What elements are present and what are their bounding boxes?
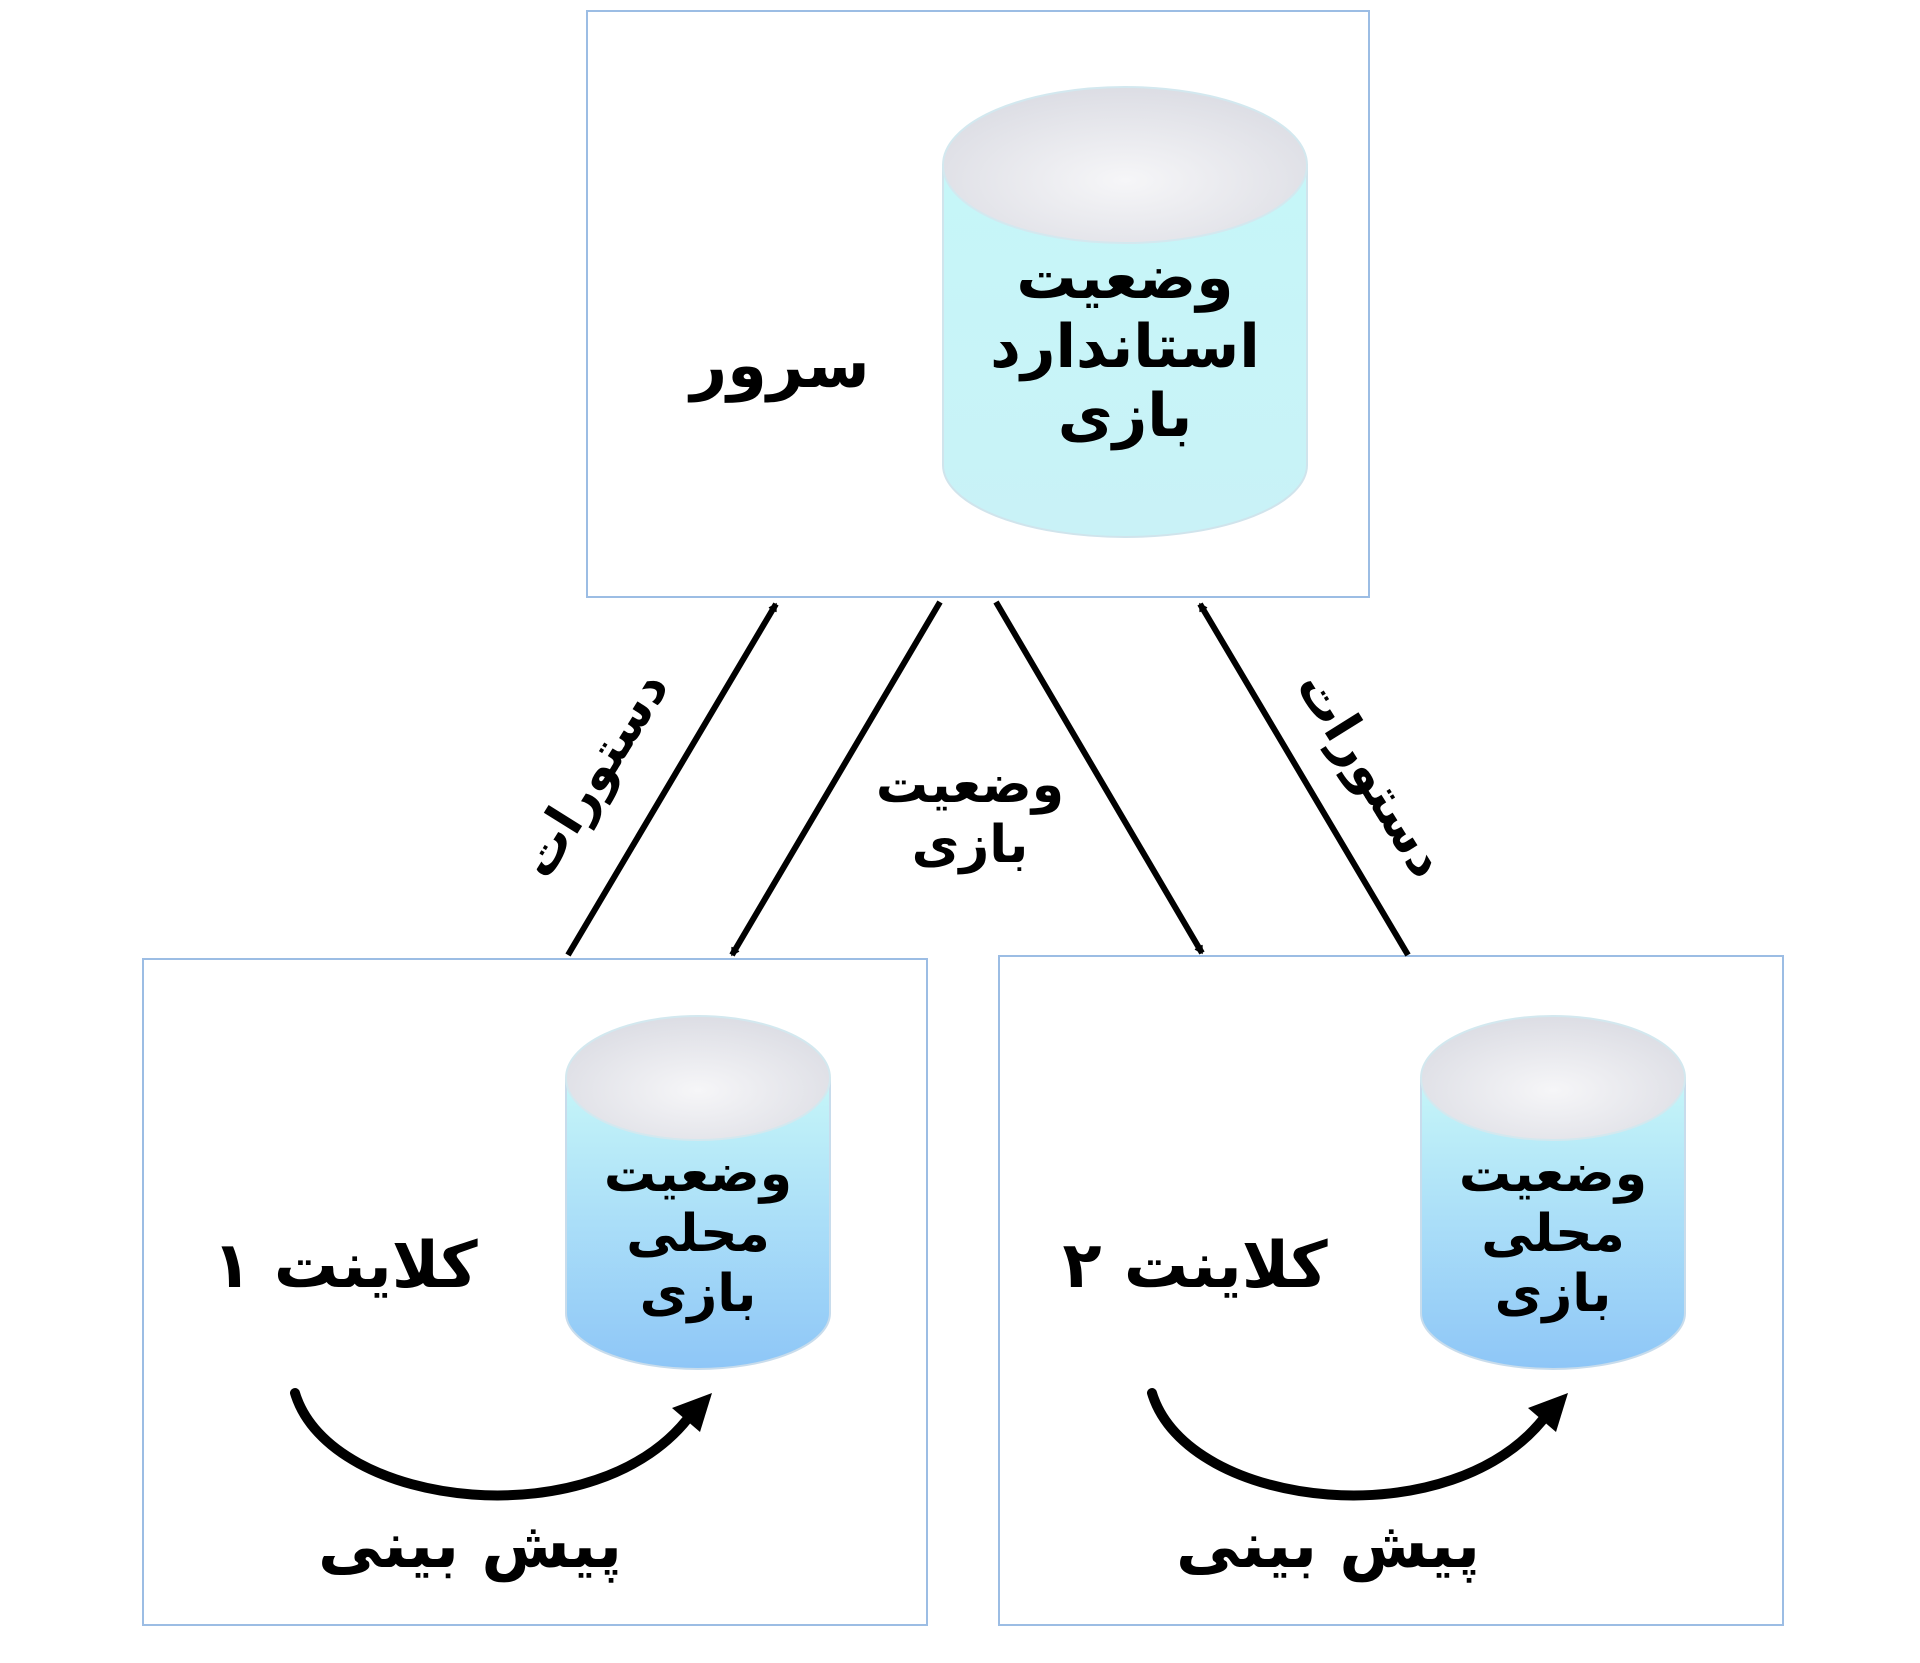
prediction-arrow-client2 bbox=[1147, 1388, 1568, 1501]
client2-db-line-1: وضعیت bbox=[1458, 1144, 1648, 1204]
client1-prediction-label: پیش بینی bbox=[318, 1509, 622, 1583]
prediction-arrow-client1 bbox=[290, 1388, 712, 1501]
server-label: سرور bbox=[690, 329, 870, 403]
client2-label: کلاینت ۲ bbox=[1062, 1229, 1328, 1303]
client1-db-line-2: محلی bbox=[626, 1203, 770, 1264]
game-state-label: وضعیت بازی bbox=[840, 755, 1100, 876]
client2-database-label: وضعیت محلی بازی bbox=[1431, 1144, 1675, 1324]
client1-db-line-3: بازی bbox=[639, 1263, 757, 1324]
client2-db-line-2: محلی bbox=[1481, 1203, 1625, 1264]
server-database-label: وضعیت استاندارد بازی bbox=[953, 244, 1297, 451]
client2-database-icon bbox=[1420, 1015, 1686, 1370]
client2-prediction-label: پیش بینی bbox=[1176, 1509, 1480, 1583]
state-arrow-to-client1 bbox=[729, 600, 943, 957]
commands-arrow-client1 bbox=[565, 602, 779, 957]
commands-arrow-client2 bbox=[1197, 602, 1411, 957]
server-db-line-2: استاندارد bbox=[990, 312, 1260, 382]
client2-db-line-3: بازی bbox=[1494, 1263, 1612, 1324]
client1-label: کلاینت ۱ bbox=[212, 1229, 478, 1303]
server-database-icon bbox=[942, 86, 1308, 538]
client1-database-icon bbox=[565, 1015, 831, 1370]
server-db-line-1: وضعیت bbox=[1016, 243, 1234, 313]
game-state-line-1: وضعیت bbox=[875, 755, 1065, 815]
server-db-line-3: بازی bbox=[1057, 381, 1193, 451]
game-state-line-2: بازی bbox=[911, 814, 1029, 875]
client1-database-label: وضعیت محلی بازی bbox=[576, 1144, 820, 1324]
state-arrow-to-client2 bbox=[993, 600, 1205, 955]
client1-db-line-1: وضعیت bbox=[603, 1144, 793, 1204]
